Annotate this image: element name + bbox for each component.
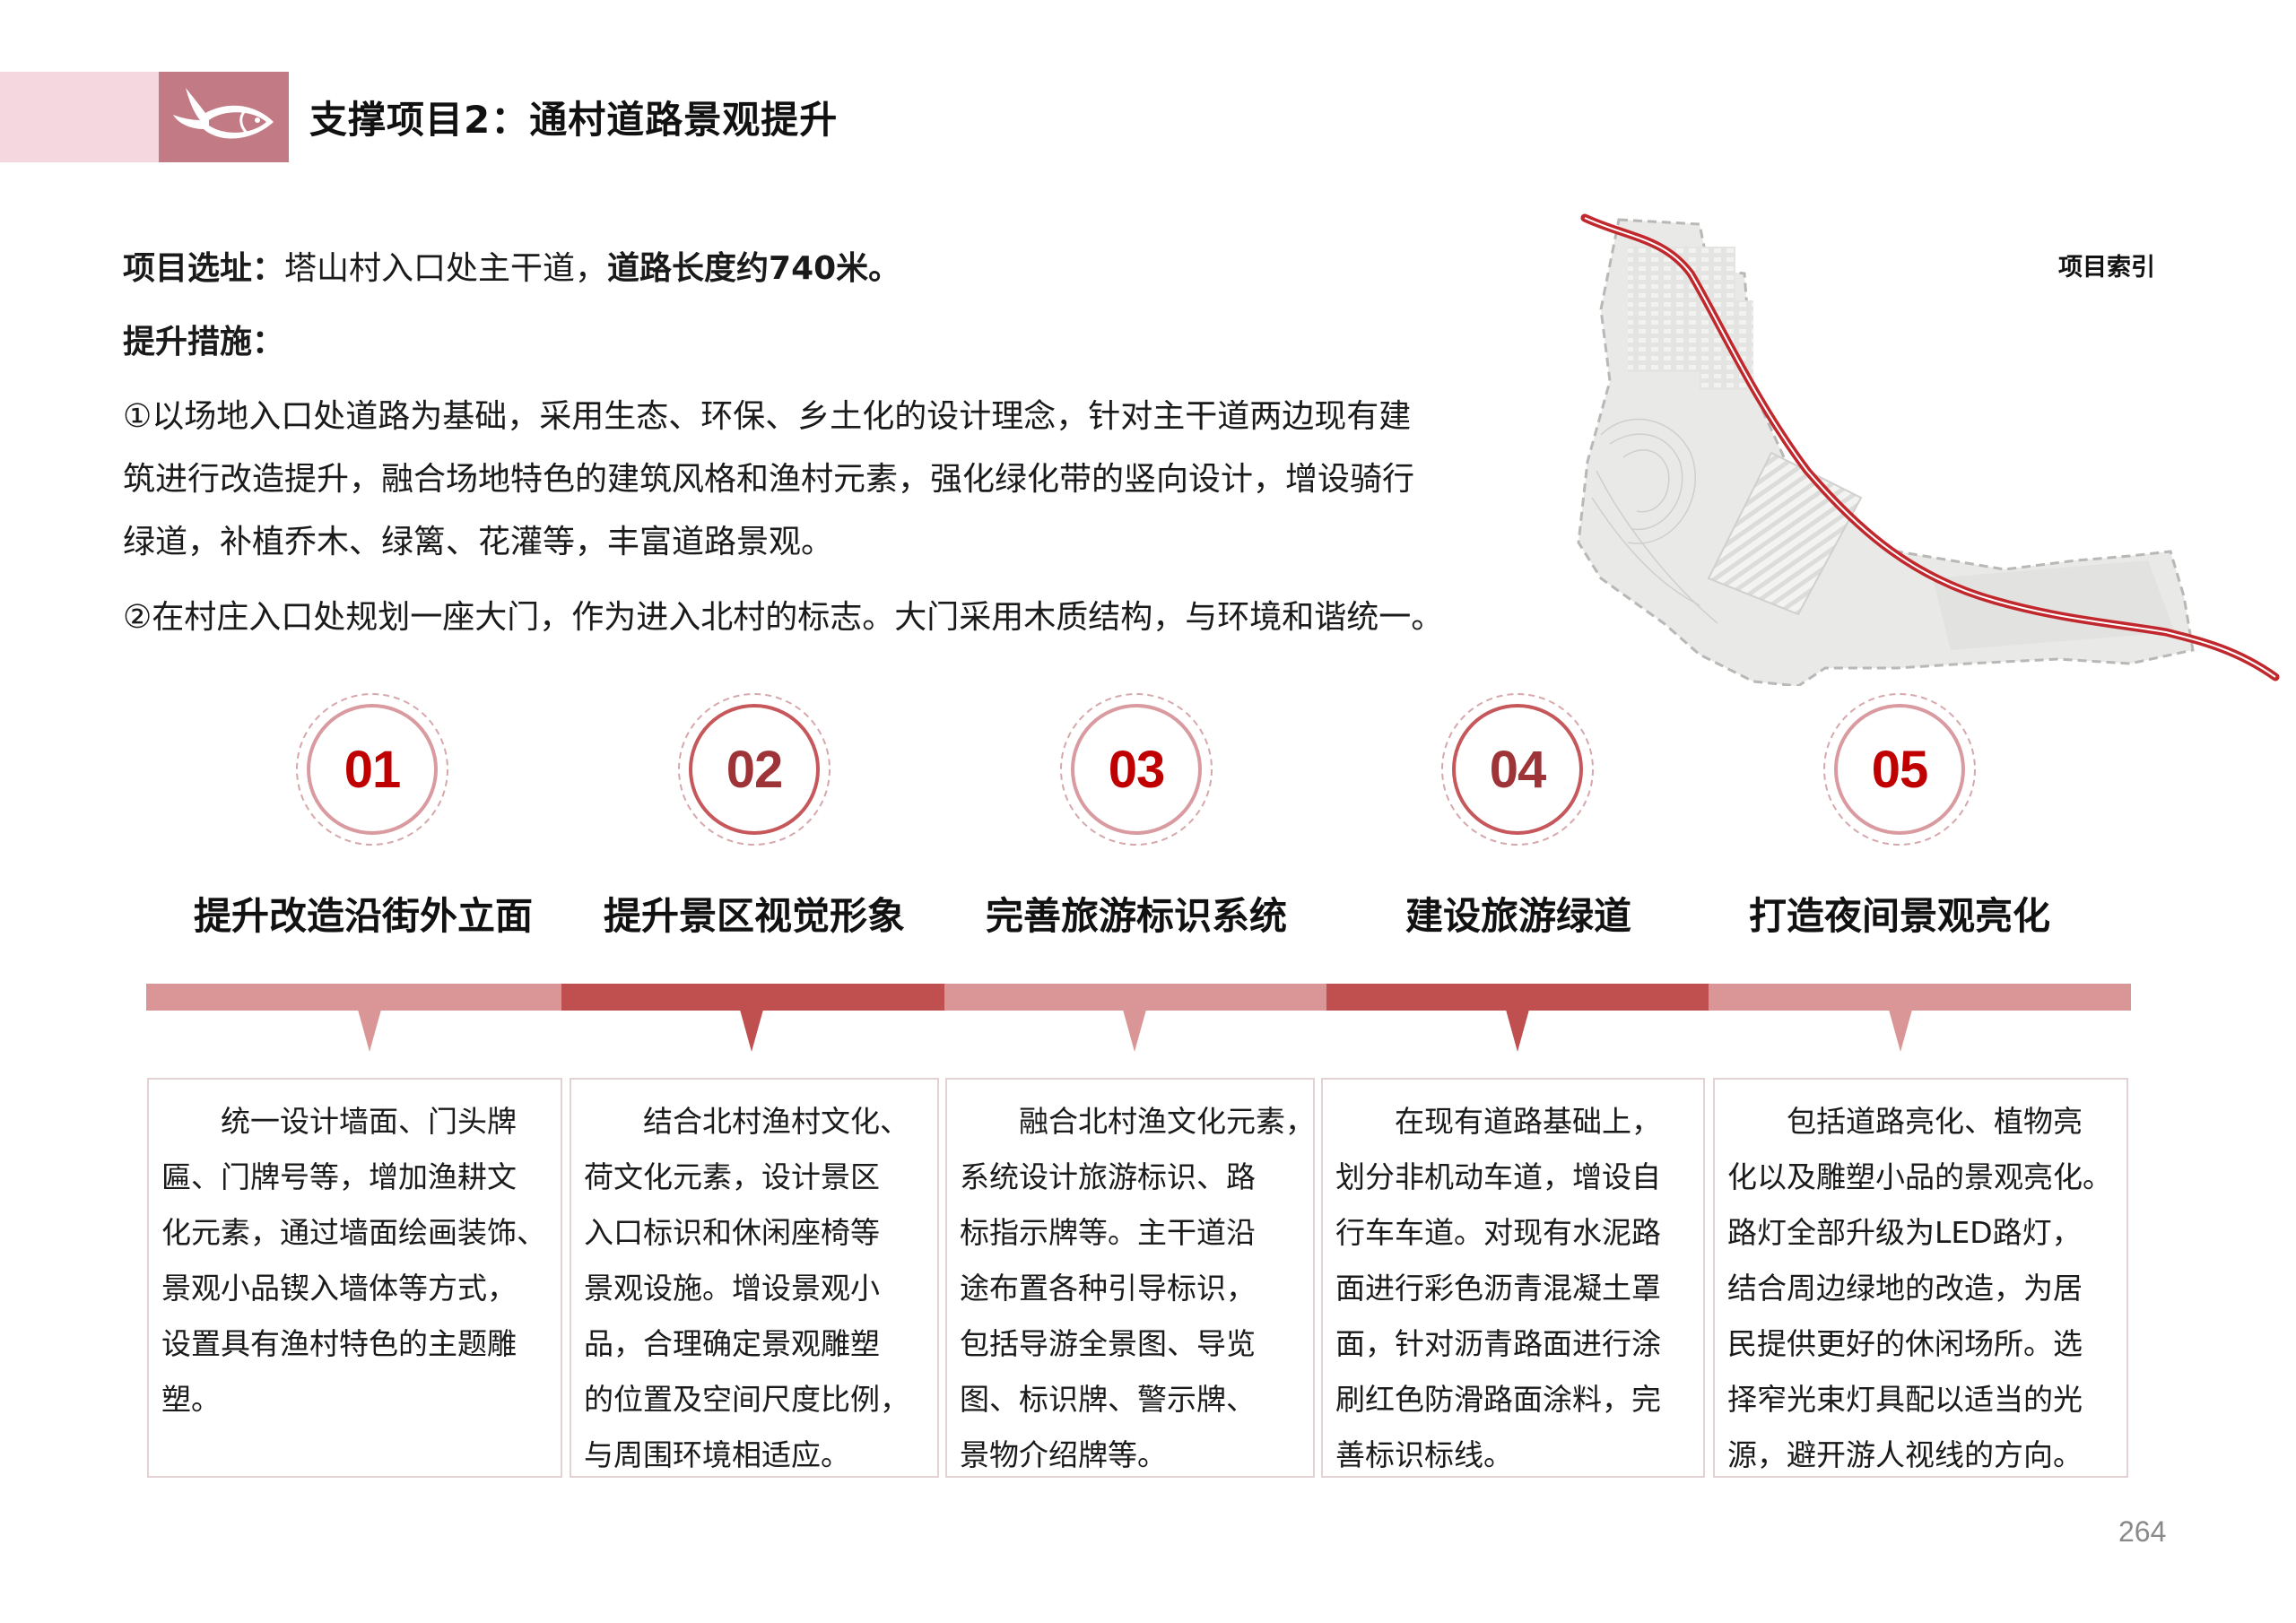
description-line: 面，针对沥青路面进行涂 bbox=[1335, 1326, 1661, 1361]
paragraph-line: 筑进行改造提升，融合场地特色的建筑风格和渔村元素，强化绿化带的竖向设计，增设骑行 bbox=[123, 461, 1415, 498]
page-number: 264 bbox=[2118, 1515, 2167, 1548]
item-number-badge-01: 01 bbox=[293, 690, 451, 848]
item-number: 03 bbox=[1108, 740, 1166, 799]
measure-paragraph-2: ②在村庄入口处规划一座大门，作为进入北村的标志。大门采用木质结构，与环境和谐统一… bbox=[123, 586, 1594, 649]
description-line: 结合北村渔村文化、 bbox=[643, 1104, 909, 1139]
measures-label: 提升措施： bbox=[123, 324, 285, 360]
item-number: 02 bbox=[726, 740, 784, 799]
map-label: 项目索引 bbox=[2058, 254, 2155, 282]
timeline-bar-segment bbox=[146, 984, 561, 1011]
description-line: 划分非机动车道，增设自 bbox=[1335, 1159, 1661, 1194]
pointer-triangle bbox=[1123, 1010, 1146, 1052]
project-site-value: 塔山村入口处主干道， bbox=[284, 250, 608, 287]
description-line: 择窄光束灯具配以适当的光 bbox=[1727, 1382, 2083, 1417]
item-number-badge-04: 04 bbox=[1439, 690, 1596, 848]
item-heading: 完善旅游标识系统 bbox=[985, 894, 1287, 938]
description-line: 与周围环境相适应。 bbox=[584, 1437, 850, 1472]
header-band bbox=[0, 72, 159, 162]
item-description-box-02: 结合北村渔村文化、 荷文化元素，设计景区 入口标识和休闲座椅等 景观设施。增设景… bbox=[570, 1078, 939, 1478]
page-title: 支撑项目2：通村道路景观提升 bbox=[309, 98, 839, 142]
description-line: 匾、门牌号等，增加渔耕文 bbox=[161, 1159, 517, 1194]
description-line: 民提供更好的休闲场所。选 bbox=[1727, 1326, 2083, 1361]
pointer-triangle bbox=[1506, 1010, 1529, 1052]
item-number-badge-03: 03 bbox=[1057, 690, 1215, 848]
description-line: 融合北村渔文化元素， bbox=[1019, 1104, 1315, 1139]
description-line: 在现有道路基础上， bbox=[1395, 1104, 1661, 1139]
description-line: 刷红色防滑路面涂料，完 bbox=[1335, 1382, 1661, 1417]
item-description-box-05: 包括道路亮化、植物亮 化以及雕塑小品的景观亮化。 路灯全部升级为LED路灯， 结… bbox=[1713, 1078, 2128, 1478]
description-line: 途布置各种引导标识， bbox=[960, 1271, 1256, 1306]
item-description-box-03: 融合北村渔文化元素， 系统设计旅游标识、路 标指示牌等。主干道沿 途布置各种引导… bbox=[945, 1078, 1315, 1478]
description-line: 行车车道。对现有水泥路 bbox=[1335, 1215, 1661, 1250]
timeline-bar-segment bbox=[1709, 984, 2131, 1011]
description-line: 面进行彩色沥青混凝土罩 bbox=[1335, 1271, 1661, 1306]
description-line: 源，避开游人视线的方向。 bbox=[1727, 1437, 2083, 1472]
description-line: 标指示牌等。主干道沿 bbox=[960, 1215, 1256, 1250]
project-index-map bbox=[1574, 202, 2283, 688]
item-heading: 提升景区视觉形象 bbox=[603, 894, 905, 938]
description-line: 设置具有渔村特色的主题雕 bbox=[161, 1326, 517, 1361]
description-line: 塑。 bbox=[161, 1382, 221, 1417]
paragraph-line: 绿道，补植乔木、绿篱、花灌等，丰富道路景观。 bbox=[123, 524, 834, 560]
description-line: 统一设计墙面、门头牌 bbox=[221, 1104, 517, 1139]
measure-paragraph-1: ①以场地入口处道路为基础，采用生态、环保、乡土化的设计理念，针对主干道两边现有建… bbox=[123, 386, 1594, 574]
description-line: 景观设施。增设景观小 bbox=[584, 1271, 880, 1306]
description-line: 品，合理确定景观雕塑 bbox=[584, 1326, 880, 1361]
item-description-box-01: 统一设计墙面、门头牌 匾、门牌号等，增加渔耕文 化元素，通过墙面绘画装饰、 景观… bbox=[147, 1078, 562, 1478]
timeline-bar-segment bbox=[561, 984, 944, 1011]
item-heading: 提升改造沿街外立面 bbox=[193, 894, 533, 938]
description-line: 化以及雕塑小品的景观亮化。 bbox=[1727, 1159, 2112, 1194]
timeline-bar-segment bbox=[944, 984, 1326, 1011]
description-line: 景物介绍牌等。 bbox=[960, 1437, 1167, 1472]
description-line: 入口标识和休闲座椅等 bbox=[584, 1215, 880, 1250]
item-number: 04 bbox=[1489, 740, 1547, 799]
pointer-triangle bbox=[358, 1010, 381, 1052]
pointer-triangle bbox=[740, 1010, 763, 1052]
project-road-length: 道路长度约740米。 bbox=[607, 250, 901, 287]
item-heading: 打造夜间景观亮化 bbox=[1748, 894, 2050, 938]
description-line: 景观小品锲入墙体等方式， bbox=[161, 1271, 517, 1306]
description-line: 包括导游全景图、导览 bbox=[960, 1326, 1256, 1361]
timeline-bar-segment bbox=[1326, 984, 1709, 1011]
description-line: 善标识标线。 bbox=[1335, 1437, 1513, 1472]
item-heading: 建设旅游绿道 bbox=[1405, 894, 1631, 938]
description-line: 化元素，通过墙面绘画装饰、 bbox=[161, 1215, 546, 1250]
paragraph-line: ②在村庄入口处规划一座大门，作为进入北村的标志。大门采用木质结构，与环境和谐统一… bbox=[123, 599, 1444, 636]
item-number-badge-02: 02 bbox=[675, 690, 833, 848]
header-logo-box bbox=[159, 72, 289, 162]
description-line: 路灯全部升级为LED路灯， bbox=[1727, 1215, 2082, 1250]
description-line: 系统设计旅游标识、路 bbox=[960, 1159, 1256, 1194]
item-number-badge-05: 05 bbox=[1821, 690, 1979, 848]
paragraph-line: ①以场地入口处道路为基础，采用生态、环保、乡土化的设计理念，针对主干道两边现有建 bbox=[123, 398, 1412, 435]
description-line: 结合周边绿地的改造，为居 bbox=[1727, 1271, 2083, 1306]
project-site: 项目选址：塔山村入口处主干道，道路长度约740米。 bbox=[123, 247, 1594, 291]
project-site-label: 项目选址： bbox=[123, 250, 285, 287]
item-number: 05 bbox=[1871, 740, 1929, 799]
description-line: 荷文化元素，设计景区 bbox=[584, 1159, 880, 1194]
item-number: 01 bbox=[344, 740, 402, 799]
description-line: 的位置及空间尺度比例， bbox=[584, 1382, 909, 1417]
pointer-triangle bbox=[1889, 1010, 1912, 1052]
fish-icon bbox=[173, 88, 274, 139]
description-line: 包括道路亮化、植物亮 bbox=[1787, 1104, 2083, 1139]
item-description-box-04: 在现有道路基础上， 划分非机动车道，增设自 行车车道。对现有水泥路 面进行彩色沥… bbox=[1321, 1078, 1705, 1478]
description-line: 图、标识牌、警示牌、 bbox=[960, 1382, 1256, 1417]
